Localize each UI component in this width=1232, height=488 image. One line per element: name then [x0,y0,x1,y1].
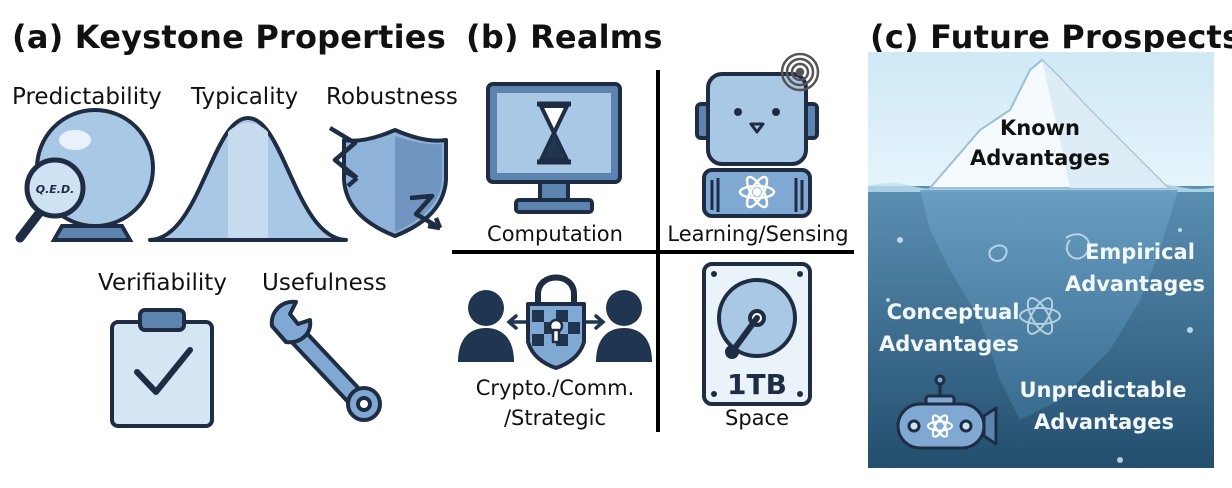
label-typicality: Typicality [191,84,299,110]
empirical-advantages-line1: Empirical [1085,240,1195,264]
panel-b-title: (b) Realms [466,18,663,56]
robot-icon [695,72,819,218]
person-right-icon [596,290,652,362]
submarine-icon [896,374,998,450]
lightning-arrow-icon [328,126,443,231]
unpredictable-advantages-line1: Unpredictable [1019,378,1187,402]
hard-drive-icon [702,262,812,406]
submarine-atom-icon [927,414,953,438]
label-crypto-line1: Crypto./Comm. [475,376,635,400]
qed-label: Q.E.D. [36,183,75,196]
magnifier-icon: Q.E.D. [15,157,86,243]
label-computation: Computation [487,222,623,246]
signal-waves-icon [780,52,820,92]
label-predictability: Predictability [12,84,162,110]
person-left-icon [458,290,514,362]
label-space: Space [725,406,789,430]
empirical-advantages-line2: Advantages [1064,272,1206,296]
label-usefulness: Usefulness [262,270,387,296]
label-crypto-line2: /Strategic [503,406,606,430]
panel-c-title: (c) Future Prospects [870,18,1232,56]
conceptual-advantages-line2: Advantages [878,332,1020,356]
known-advantages-line2: Advantages [969,146,1111,170]
wrench-icon [269,299,382,422]
known-advantages-line1: Known [999,116,1080,140]
conceptual-advantages-line1: Conceptual [886,300,1020,324]
atom-swirl-icon [1019,297,1061,335]
swirl-icon [988,244,1008,262]
padlock-icon [526,274,586,370]
disk-capacity-label: 1TB [727,368,787,401]
label-learning-sensing: Learning/Sensing [667,222,849,246]
label-verifiability: Verifiability [98,270,227,296]
monitor-hourglass-icon [486,82,622,214]
bell-curve-icon [148,116,348,242]
iceberg-underwater [920,190,1178,420]
panel-a-title: (a) Keystone Properties [12,18,446,56]
clipboard-check-icon [110,308,214,428]
label-robustness: Robustness [326,84,458,110]
atom-icon [738,175,776,209]
unpredictable-advantages-line2: Advantages [1033,410,1175,434]
